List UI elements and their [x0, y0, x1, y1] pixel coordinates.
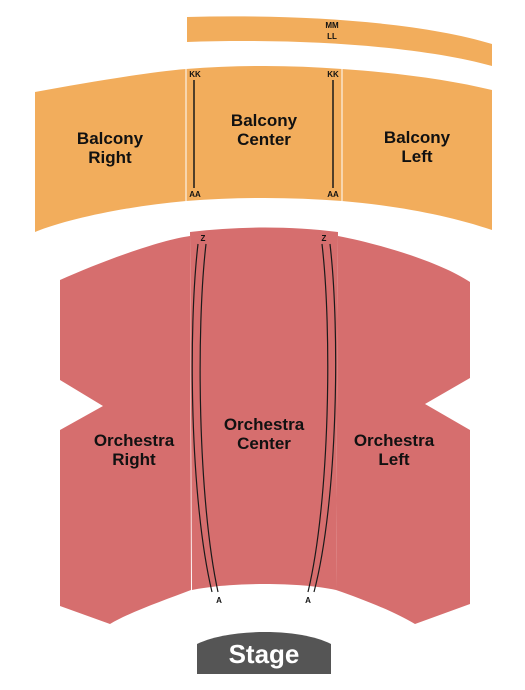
balcony-center-label-1: Balcony — [231, 111, 298, 130]
orchestra-aisle-left-top: Z — [201, 234, 206, 243]
balcony-left-label-2: Left — [401, 147, 433, 166]
orchestra-aisle-right-top: Z — [322, 234, 327, 243]
section-balcony-right[interactable] — [35, 69, 186, 232]
orchestra-left-label-1: Orchestra — [354, 431, 435, 450]
balcony-aisle-left-bottom: AA — [189, 190, 201, 199]
orchestra-left-label-2: Left — [378, 450, 410, 469]
balcony-aisle-right-bottom: AA — [327, 190, 339, 199]
section-orchestra-left[interactable] — [336, 236, 470, 624]
row-label-ll: LL — [327, 32, 337, 41]
balcony-right-label-2: Right — [88, 148, 132, 167]
balcony-left-label-1: Balcony — [384, 128, 451, 147]
section-balcony-center[interactable] — [186, 66, 342, 201]
section-orchestra-center[interactable] — [190, 227, 338, 591]
orchestra-aisle-line-left-inner — [199, 243, 219, 593]
orchestra-aisle-right-bottom: A — [305, 596, 311, 605]
orchestra-aisle-line-left-outer — [191, 243, 213, 593]
orchestra-center-label-2: Center — [237, 434, 291, 453]
section-orchestra-right[interactable] — [60, 236, 191, 624]
section-balcony-mm-ll[interactable] — [187, 16, 492, 66]
orchestra-aisle-line-right-inner — [313, 243, 337, 593]
orchestra-center-label-1: Orchestra — [224, 415, 305, 434]
stage-label: Stage — [229, 639, 300, 669]
balcony-aisle-left-top: KK — [189, 70, 201, 79]
orchestra-aisle-left-bottom: A — [216, 596, 222, 605]
orchestra-right-label-2: Right — [112, 450, 156, 469]
balcony-aisle-right-top: KK — [327, 70, 339, 79]
orchestra-aisle-line-right-outer — [307, 243, 329, 593]
balcony-center-label-2: Center — [237, 130, 291, 149]
row-label-mm: MM — [325, 21, 339, 30]
stage — [197, 632, 331, 674]
balcony-right-label-1: Balcony — [77, 129, 144, 148]
section-balcony-left[interactable] — [342, 69, 492, 230]
orchestra-right-label-1: Orchestra — [94, 431, 175, 450]
